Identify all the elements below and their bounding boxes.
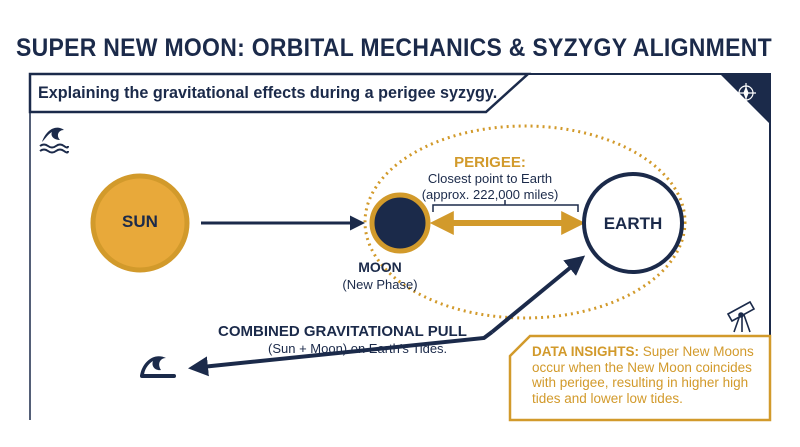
- data-insights: DATA INSIGHTS: Super New Moons occur whe…: [532, 344, 764, 406]
- wave-icon: [39, 127, 69, 154]
- page-title: SUPER NEW MOON: ORBITAL MECHANICS & SYZY…: [16, 34, 772, 62]
- tide-wave-icon: [140, 356, 176, 378]
- sun: [90, 173, 190, 273]
- perigee-distance: (approx. 222,000 miles): [421, 187, 559, 202]
- perigee-description: Closest point to Earth: [427, 171, 553, 186]
- earth-label: EARTH: [603, 214, 663, 233]
- pull-subtitle: (Sun + Moon) on Earth's Tides.: [268, 341, 448, 356]
- subtitle-banner: [28, 72, 532, 114]
- insights-box: [508, 334, 772, 422]
- earth: [582, 172, 684, 274]
- telescope-icon: [726, 300, 756, 333]
- perigee-bracket: [432, 200, 579, 212]
- moon-phase-label: (New Phase): [342, 277, 418, 292]
- moon: [369, 192, 431, 254]
- perigee-title: PERIGEE:: [454, 154, 526, 171]
- insights-heading: DATA INSIGHTS:: [532, 344, 639, 359]
- pull-title: COMBINED GRAVITATIONAL PULL: [218, 323, 467, 340]
- moon-orbit: [363, 124, 687, 320]
- moon-label: MOON: [358, 259, 402, 275]
- page-subtitle: Explaining the gravitational effects dur…: [38, 83, 498, 102]
- earth-pull-arrow: [490, 255, 586, 334]
- compass-icon: [736, 83, 756, 103]
- combined-pull-arrow: [188, 330, 494, 377]
- corner-triangle-top-right: [720, 74, 770, 124]
- insights-text: Super New Moons occur when the New Moon …: [532, 344, 754, 406]
- sun-label: SUN: [122, 212, 158, 231]
